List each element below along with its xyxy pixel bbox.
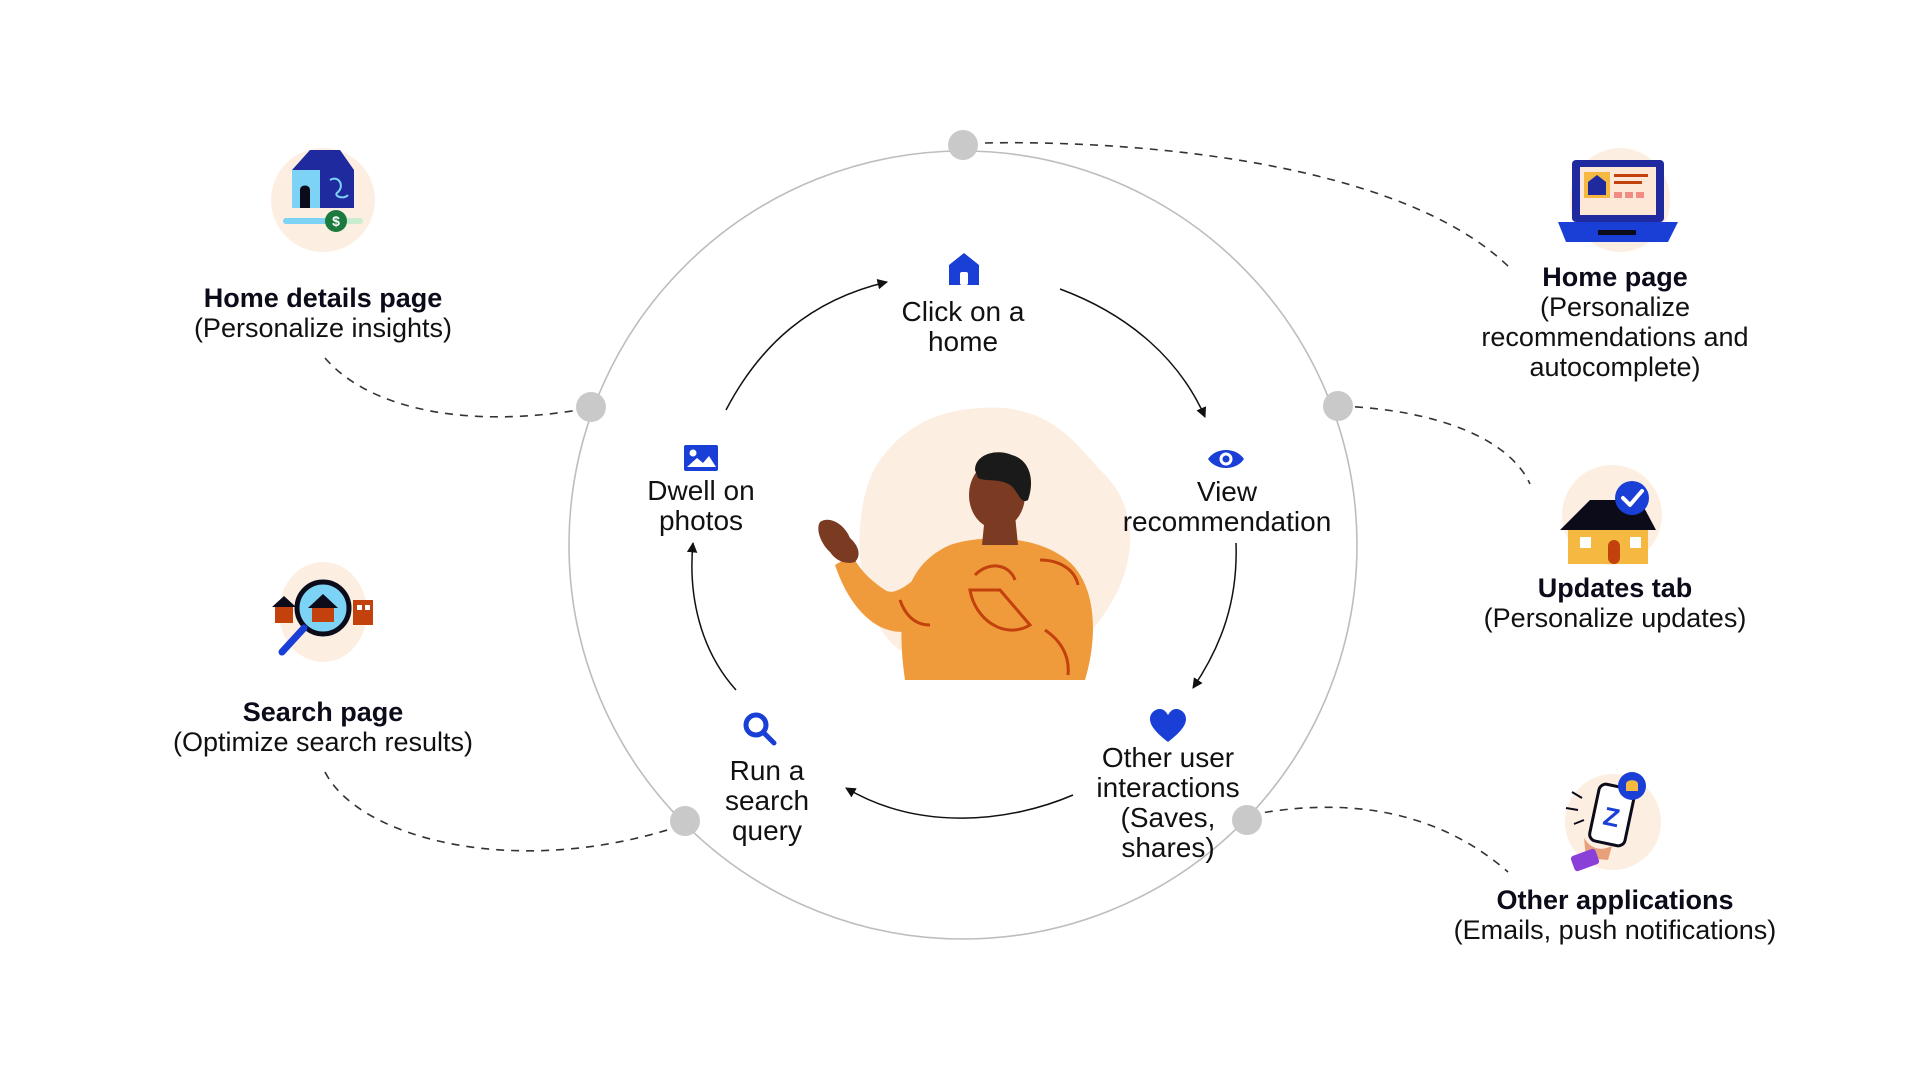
destination-title: Home page	[1542, 262, 1688, 292]
ring-node-bottom-right	[1232, 805, 1262, 835]
step-other-interactions-label: Other user interactions (Saves, shares)	[1096, 742, 1240, 863]
arrow-search-to-dwell	[686, 541, 737, 691]
destination-home-page: Home page (Personalize recommendations a…	[1455, 262, 1775, 382]
photo-icon	[684, 445, 718, 471]
arrow-view-to-interactions	[1192, 542, 1237, 689]
svg-text:$: $	[332, 213, 340, 229]
step-search-query-label: Run a search query	[724, 755, 810, 846]
step-click-home-label: Click on a home	[901, 296, 1025, 357]
eye-icon	[1208, 450, 1244, 468]
connector-home-details	[324, 357, 591, 418]
magnifier-icon	[743, 712, 777, 746]
connector-home-page	[984, 141, 1511, 269]
destination-title: Home details page	[203, 283, 443, 313]
connector-search-page	[324, 771, 684, 852]
laptop-listing-illustration	[1558, 148, 1678, 252]
heart-icon	[1150, 709, 1186, 742]
ring-node-left	[576, 392, 606, 422]
svg-text:Z: Z	[1601, 801, 1623, 834]
destination-title: Updates tab	[1537, 573, 1693, 603]
person-illustration	[818, 407, 1131, 680]
arrow-dwell-to-click	[725, 279, 889, 411]
step-view-recommendation-label: View recommendation	[1122, 476, 1332, 537]
connector-updates-tab	[1339, 405, 1531, 485]
destination-updates-tab: Updates tab (Personalize updates)	[1455, 573, 1775, 633]
arrow-click-to-view	[1059, 288, 1207, 418]
destination-home-details: Home details page (Personalize insights)	[163, 283, 483, 343]
step-dwell-photos-label: Dwell on photos	[647, 475, 755, 536]
ring-node-right	[1323, 391, 1353, 421]
connector-other-apps	[1249, 806, 1509, 873]
phone-notification-illustration: Z	[1565, 772, 1661, 872]
house-check-illustration	[1560, 465, 1662, 565]
destination-title: Search page	[242, 697, 404, 727]
arrow-interactions-to-search	[845, 787, 1074, 819]
destination-title: Other applications	[1496, 885, 1734, 915]
house-icon	[949, 253, 979, 285]
destination-search-page: Search page (Optimize search results)	[143, 697, 503, 757]
house-price-slider-illustration: $	[271, 148, 375, 252]
magnifier-houses-illustration	[272, 562, 373, 662]
ring-node-bottom-left	[670, 806, 700, 836]
destination-other-apps: Other applications (Emails, push notific…	[1420, 885, 1810, 945]
ring-node-top	[948, 130, 978, 160]
